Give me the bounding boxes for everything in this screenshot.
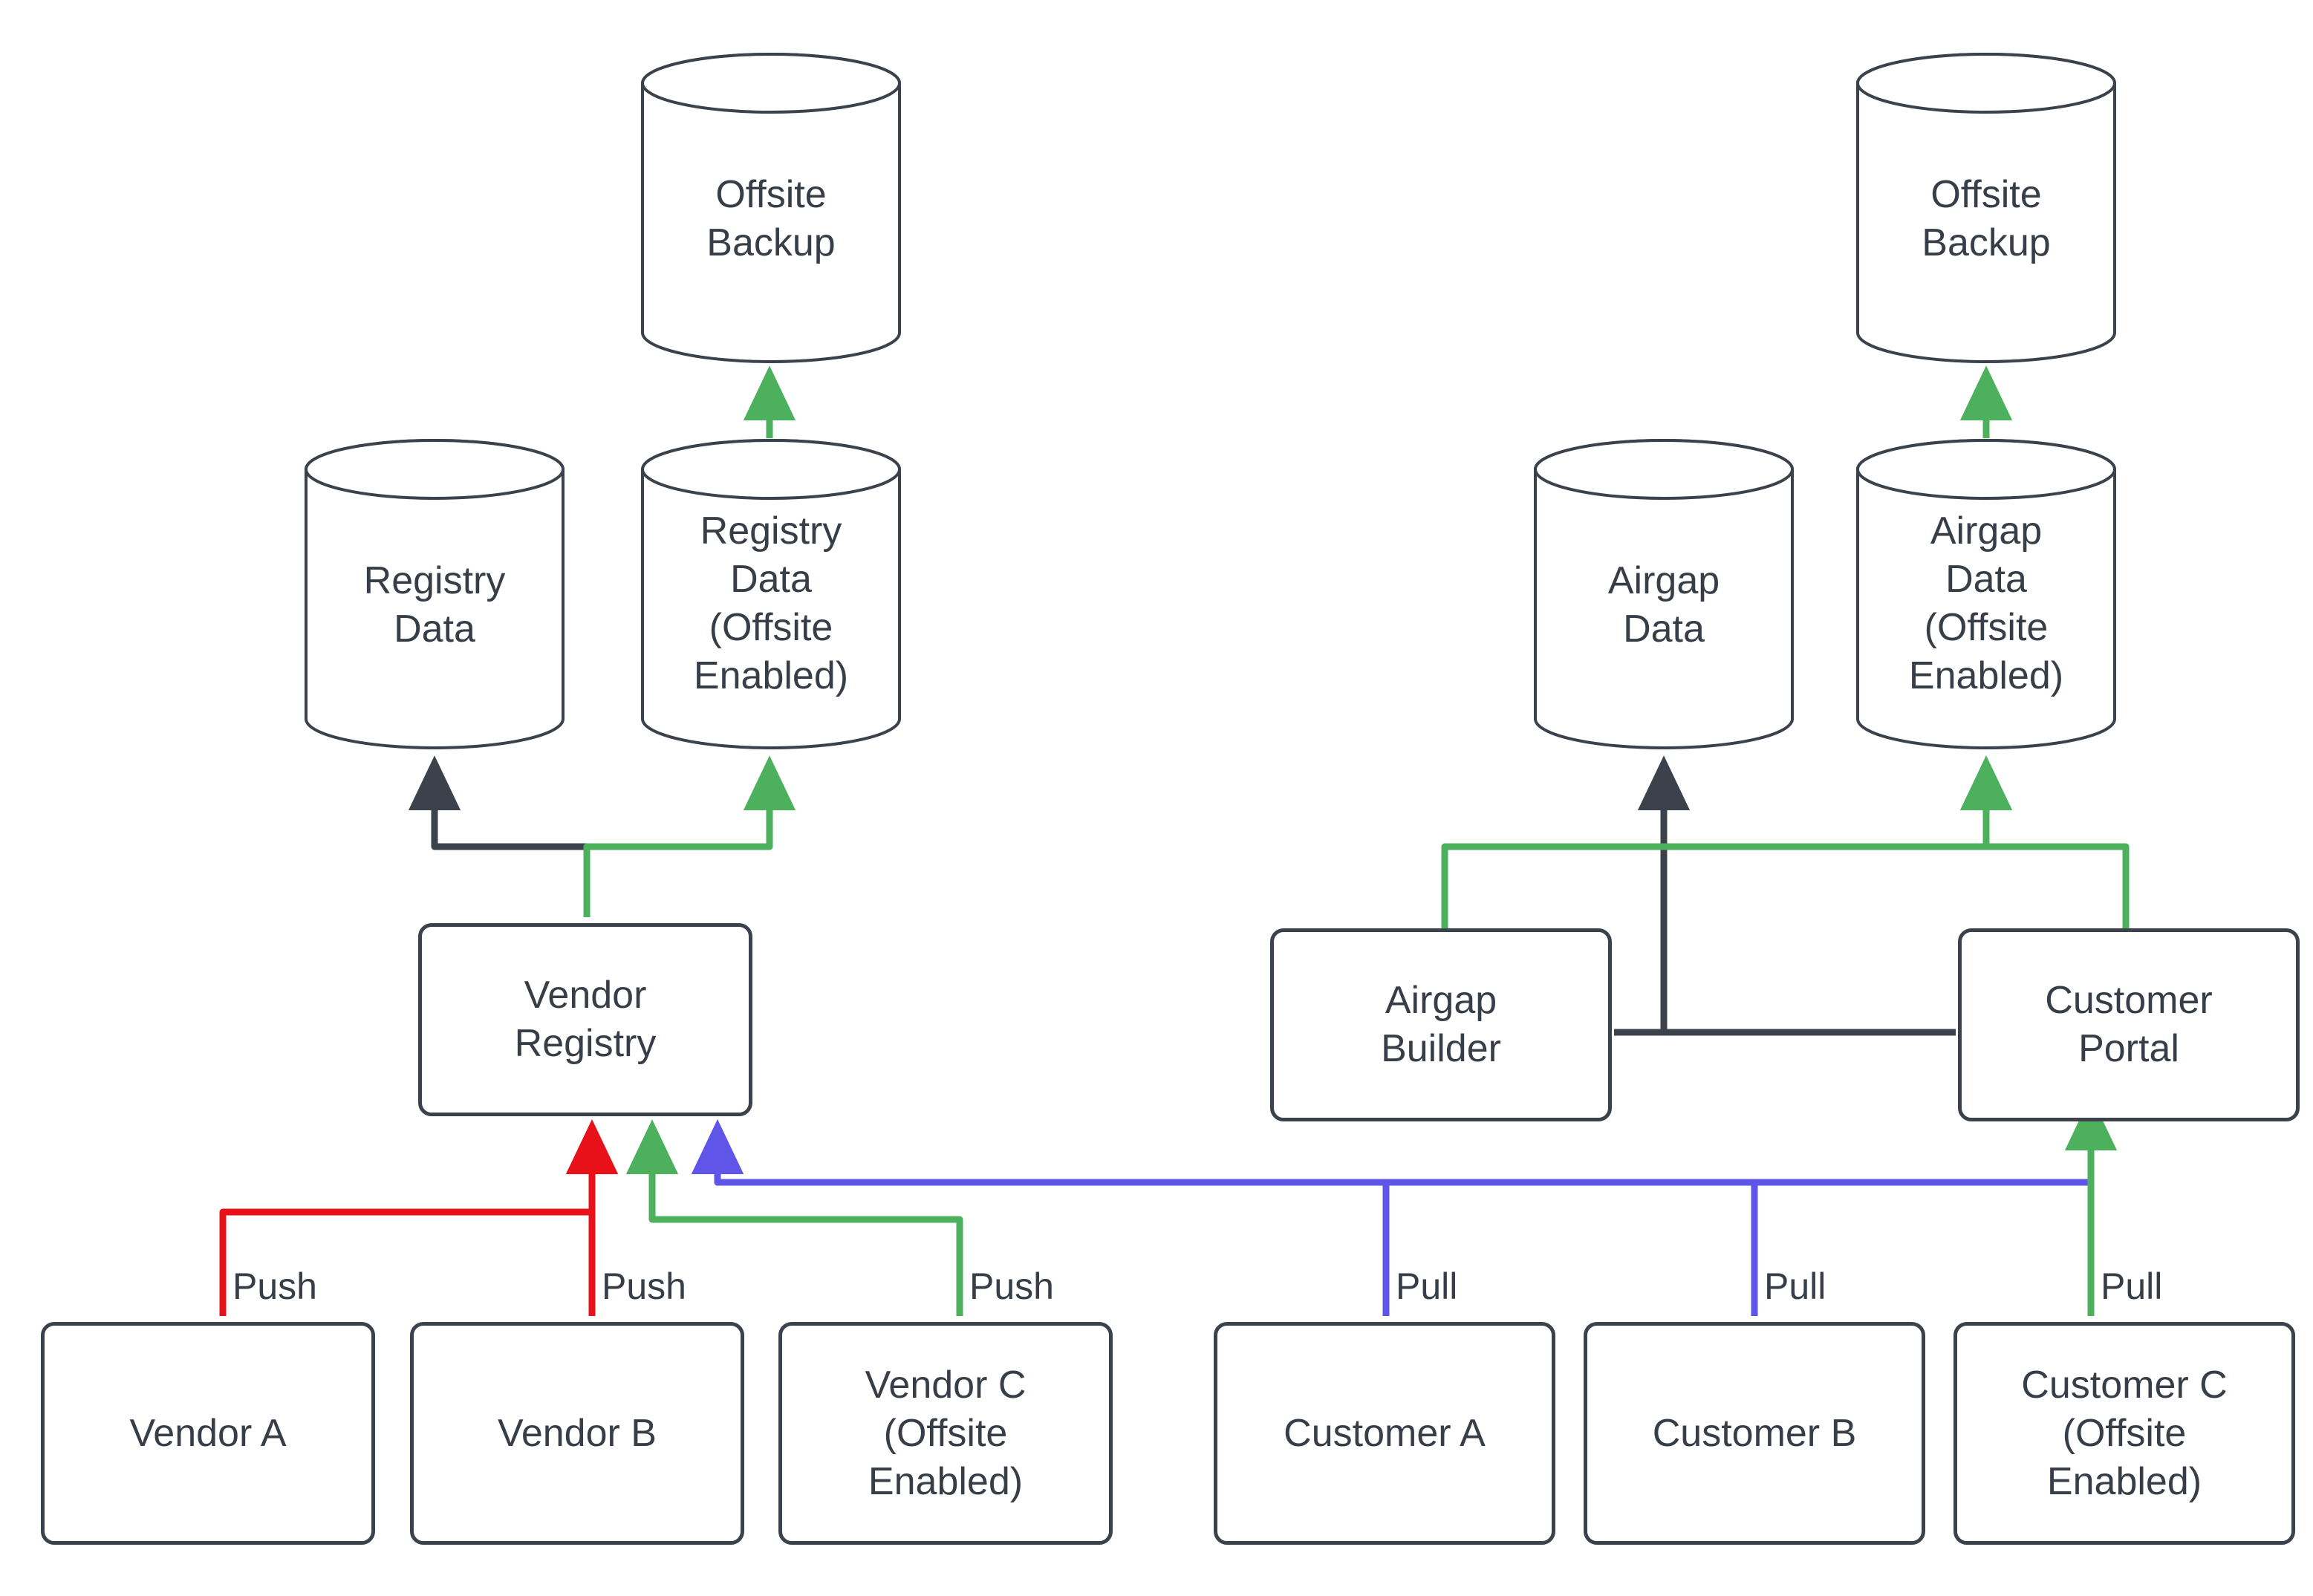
cylinder-airgap-data[interactable]: Airgap Data: [1533, 438, 1795, 750]
cylinder-shape: [1856, 53, 2116, 363]
box-customer-b[interactable]: Customer B: [1584, 1322, 1925, 1545]
box-customer-c[interactable]: Customer C (Offsite Enabled): [1953, 1322, 2295, 1545]
edge-vendor-c-push: [625, 1119, 963, 1316]
box-label: Customer C (Offsite Enabled): [2021, 1363, 2228, 1503]
cylinder-shape: [1534, 439, 1794, 749]
box-vendor-a[interactable]: Vendor A: [41, 1322, 375, 1545]
box-vendor-b[interactable]: Vendor B: [410, 1322, 744, 1545]
box-vendor-c[interactable]: Vendor C (Offsite Enabled): [778, 1322, 1113, 1545]
edge-airgap-builder-to-airgap-data: [1614, 784, 1668, 1036]
edge-airgap-builder-to-airgap-offsite: [1441, 755, 2013, 928]
edge-customer-portal-to-airgap-data: [1637, 755, 1956, 1036]
box-customer-a[interactable]: Customer A: [1214, 1322, 1555, 1545]
cylinder-label: Offsite Backup: [1922, 173, 2051, 264]
edge-label-push-c: Push: [969, 1266, 1054, 1307]
edge-label-push-b: Push: [602, 1266, 686, 1307]
edge-label-pull-c: Pull: [2101, 1266, 2163, 1307]
edge-customer-b-pull: [691, 1119, 1758, 1316]
cylinder-registry-data[interactable]: Registry Data: [304, 438, 565, 750]
cylinder-label: Offsite Backup: [706, 173, 836, 264]
cylinder-label: Registry Data: [363, 559, 506, 651]
box-label: Customer B: [1652, 1411, 1857, 1455]
cylinder-shape: [641, 439, 901, 749]
box-airgap-builder[interactable]: Airgap Builder: [1270, 928, 1612, 1121]
cylinder-shape: [1856, 439, 2116, 749]
cylinder-label: Registry Data (Offsite Enabled): [693, 509, 849, 697]
edge-label-pull-b: Pull: [1764, 1266, 1826, 1307]
cylinder-right-offsite-backup[interactable]: Offsite Backup: [1855, 52, 2117, 364]
box-label: Customer Portal: [2045, 979, 2213, 1070]
box-label: Customer A: [1284, 1411, 1486, 1455]
cylinder-shape: [641, 53, 901, 363]
cylinder-shape: [305, 439, 565, 749]
edge-vendor-registry-to-registry-data-offsite: [583, 755, 796, 917]
box-customer-portal[interactable]: Customer Portal: [1958, 928, 2300, 1121]
box-label: Vendor Registry: [514, 974, 657, 1065]
cylinder-left-offsite-backup[interactable]: Offsite Backup: [640, 52, 902, 364]
edge-customer-portal-pull-bus: [691, 1119, 2091, 1186]
cylinder-label: Airgap Data: [1607, 559, 1720, 651]
edge-vendor-registry-to-registry-data: [408, 755, 591, 917]
edge-label-push-a: Push: [232, 1266, 317, 1307]
box-label: Vendor C (Offsite Enabled): [865, 1363, 1027, 1503]
box-label: Vendor B: [498, 1411, 657, 1455]
cylinder-label: Airgap Data (Offsite Enabled): [1908, 509, 2064, 697]
cylinder-airgap-data-offsite[interactable]: Airgap Data (Offsite Enabled): [1855, 438, 2117, 750]
box-vendor-registry[interactable]: Vendor Registry: [418, 923, 752, 1116]
cylinder-registry-data-offsite[interactable]: Registry Data (Offsite Enabled): [640, 438, 902, 750]
box-label: Airgap Builder: [1381, 979, 1501, 1070]
box-label: Vendor A: [129, 1411, 287, 1455]
edge-customer-portal-to-airgap-offsite: [1959, 755, 2130, 928]
edge-label-pull-a: Pull: [1396, 1266, 1458, 1307]
